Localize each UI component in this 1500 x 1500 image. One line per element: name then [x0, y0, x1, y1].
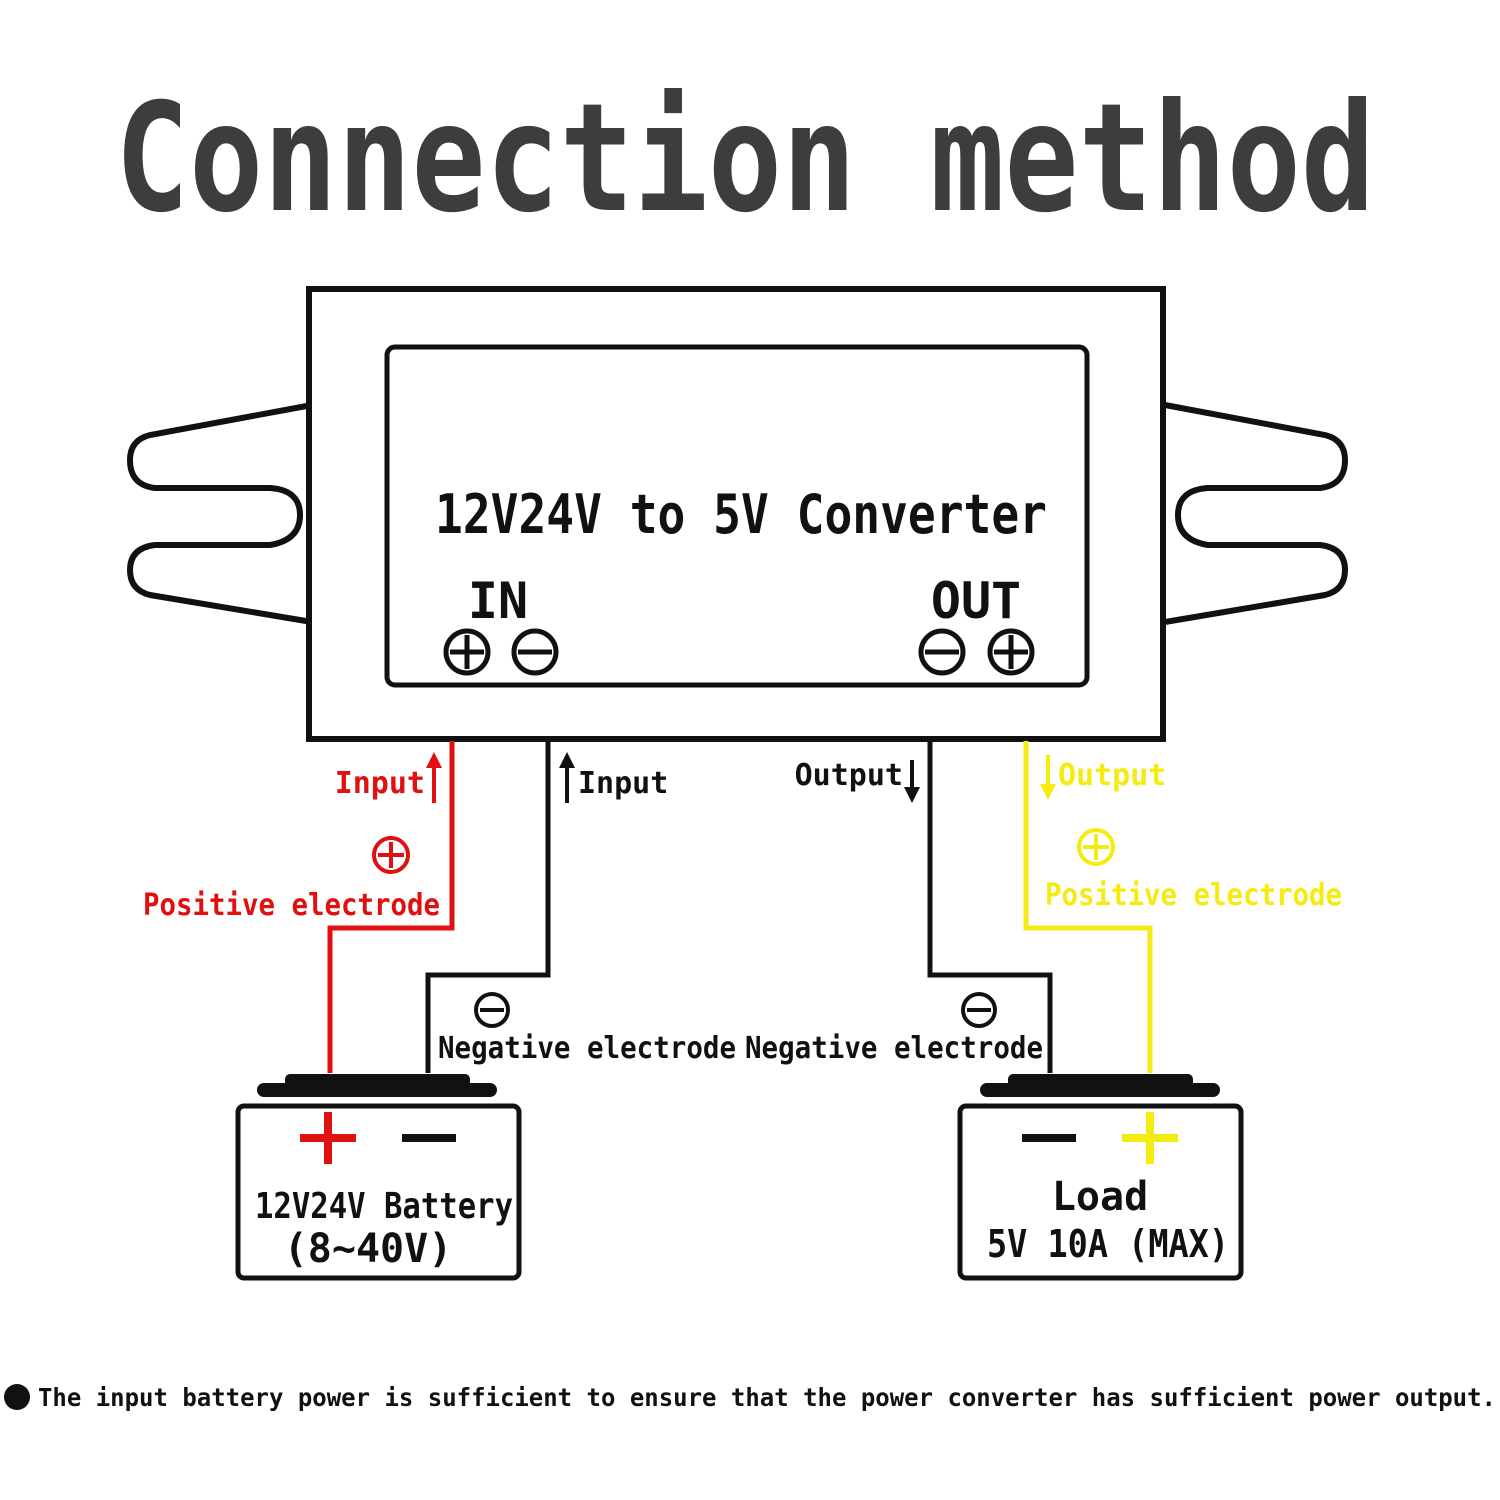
right-mounting-ear	[1164, 402, 1349, 625]
bullet-icon	[4, 1384, 30, 1410]
arrow-up-icon	[559, 752, 575, 803]
out-plus-terminal-icon	[987, 628, 1035, 676]
wire-input-negative	[425, 741, 551, 1073]
arrow-up-icon	[426, 752, 442, 803]
input-negative-symbol-icon	[474, 992, 510, 1028]
output-positive-arrow-label: Output	[1058, 758, 1166, 793]
converter-label: 12V24V to 5V Converter	[435, 483, 1047, 546]
wire-output-positive	[1023, 741, 1153, 1073]
input-positive-label: Positive electrode	[143, 888, 440, 923]
output-negative-label: Negative electrode	[745, 1031, 1043, 1066]
battery-terminal-block	[285, 1074, 470, 1088]
load: Load 5V 10A (MAX)	[957, 1074, 1244, 1281]
out-label: OUT	[931, 572, 1021, 630]
in-plus-terminal-icon	[443, 628, 491, 676]
load-plus-icon	[1122, 1112, 1178, 1164]
input-negative-label: Negative electrode	[438, 1031, 736, 1066]
battery-range: (8~40V)	[284, 1226, 453, 1272]
load-rating: 5V 10A (MAX)	[987, 1222, 1229, 1266]
battery-label: 12V24V Battery	[255, 1186, 513, 1227]
load-label: Load	[1052, 1174, 1148, 1220]
converter-panel	[384, 344, 1090, 688]
footnote: The input battery power is sufficient to…	[38, 1383, 1496, 1412]
arrow-down-icon	[1040, 755, 1056, 800]
load-terminal-block	[1008, 1074, 1193, 1088]
output-negative-arrow-label: Output	[795, 758, 903, 793]
input-positive-symbol-icon	[372, 836, 410, 874]
wire-input-positive	[327, 741, 455, 1073]
out-minus-terminal-icon	[918, 628, 966, 676]
battery-plus-icon	[300, 1112, 356, 1164]
input-negative-arrow-label: Input	[578, 766, 668, 801]
in-minus-terminal-icon	[511, 628, 559, 676]
left-mounting-ear	[126, 402, 313, 625]
output-positive-symbol-icon	[1077, 828, 1115, 866]
diagram-title: Connection method	[115, 72, 1375, 246]
battery: 12V24V Battery (8~40V)	[235, 1074, 522, 1281]
in-label: IN	[468, 572, 528, 630]
wire-output-negative	[927, 741, 1053, 1073]
input-positive-arrow-label: Input	[335, 766, 425, 801]
load-body	[957, 1103, 1244, 1281]
output-negative-symbol-icon	[961, 992, 997, 1028]
arrow-down-icon	[904, 760, 920, 803]
converter-unit: 12V24V to 5V Converter IN OUT	[126, 286, 1349, 742]
output-positive-label: Positive electrode	[1045, 878, 1342, 913]
battery-body	[235, 1103, 522, 1281]
